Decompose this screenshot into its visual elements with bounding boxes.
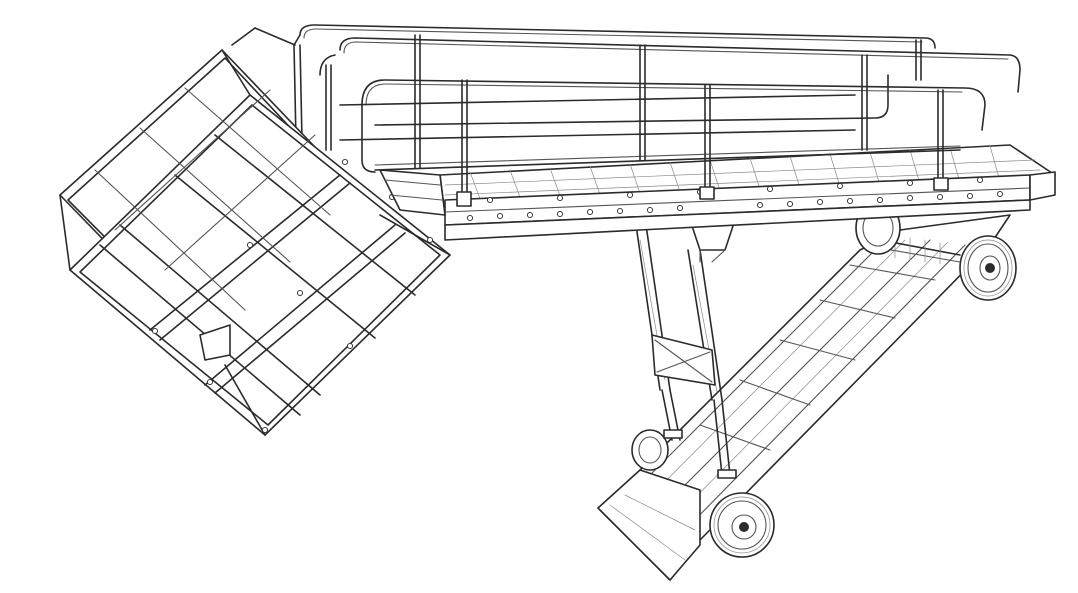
stair-flight: [59, 27, 451, 436]
wheeled-base: [597, 214, 1011, 581]
platform-deck: [439, 144, 1056, 241]
wheel-rear-left: [631, 429, 669, 471]
stair-connector: [379, 169, 446, 216]
wheel-front-right: [959, 235, 1017, 301]
wheel-front-left: [709, 492, 775, 558]
handrails: [293, 24, 1021, 207]
